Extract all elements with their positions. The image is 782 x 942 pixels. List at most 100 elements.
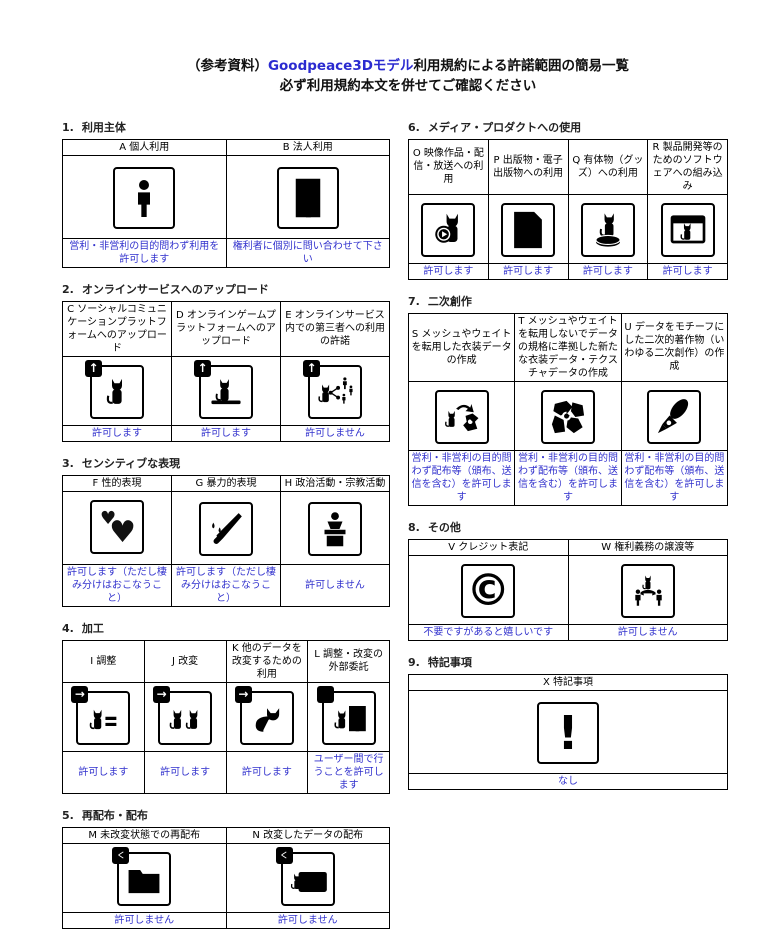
item-label-V: V クレジット表記: [408, 538, 569, 556]
title-line1: （参考資料）Goodpeace3Dモデル利用規約による許諾範囲の簡易一覧: [62, 56, 754, 76]
section-redistribution: 5. 再配布・配布 M 未改変状態での再配布 N 改変したデータの配布: [62, 807, 390, 929]
section-number: 9.: [408, 655, 420, 669]
item-result-T: 営利・非営利の目的問わず配布等（頒布、送信を含む）を許可します: [514, 449, 622, 506]
arrow-right-icon: →: [153, 685, 171, 703]
share-cats-transfer-icon: [275, 846, 335, 906]
share-folder-cat-icon: [112, 846, 172, 906]
upload-cat-desk-icon: ↑: [194, 359, 253, 419]
exclamation-icon: !: [537, 701, 599, 764]
item-label-D: D オンラインゲームプラットフォームへのアップロード: [171, 300, 281, 357]
item-result-M: 許可しません: [62, 911, 227, 929]
arrow-two-cats-icon: →: [153, 685, 213, 745]
sensitive-expression-table: F 性的表現 G 暴力的表現 H 政治活動・宗教活動 ♥♥: [62, 474, 390, 607]
item-result-X: なし: [408, 772, 728, 790]
item-cell-N: [225, 842, 390, 913]
item-result-C: 許可します: [62, 424, 172, 442]
item-result-A: 営利・非営利の目的問わず利用を許可します: [62, 237, 227, 268]
special-notes-table: X 特記事項 ! なし: [408, 673, 728, 790]
item-cell-J: →: [143, 681, 227, 752]
section-heading: オンラインサービスへのアップロード: [81, 282, 269, 296]
item-result-B: 権利者に個別に問い合わせて下さい: [225, 237, 390, 268]
item-result-O: 許可します: [408, 262, 489, 280]
item-cell-X: !: [408, 689, 728, 774]
item-result-S: 営利・非営利の目的問わず配布等（頒布、送信を含む）を許可します: [407, 449, 516, 506]
section-number: 7.: [408, 294, 420, 308]
item-label-G: G 暴力的表現: [171, 474, 281, 492]
people-exchange-cat-icon: [620, 563, 675, 618]
item-label-I: I 調整: [62, 639, 145, 683]
section-number: 2.: [62, 282, 74, 296]
item-label-R: R 製品開発等のためのソフトウェアへの組み込み: [647, 138, 728, 195]
item-result-G: 許可します（ただし棲み分けはおこなうこと）: [171, 563, 281, 607]
item-cell-U: [620, 380, 729, 451]
title-brand: Goodpeace3Dモデル: [267, 58, 414, 74]
item-result-I: 許可します: [62, 750, 145, 794]
item-result-P: 許可します: [487, 262, 569, 280]
item-result-J: 許可します: [143, 750, 227, 794]
item-cell-C: ↑: [62, 355, 172, 426]
section-number: 1.: [62, 120, 74, 134]
section-number: 8.: [408, 520, 420, 534]
section-heading: メディア・プロダクトへの使用: [427, 120, 582, 134]
online-upload-table: C ソーシャルコミュニケーションプラットフォームへのアップロード D オンライン…: [62, 300, 390, 442]
section-heading: 二次創作: [427, 294, 472, 308]
item-cell-T: [514, 380, 622, 451]
item-result-R: 許可します: [647, 262, 728, 280]
person-icon: [113, 166, 176, 229]
upload-cat-icon: ↑: [85, 359, 144, 419]
item-cell-G: [171, 490, 281, 565]
item-label-Q: Q 有体物（グッズ）への利用: [567, 138, 649, 195]
item-result-D: 許可します: [171, 424, 281, 442]
section-heading: 特記事項: [427, 655, 472, 669]
item-cell-I: →: [62, 681, 145, 752]
document-page: （参考資料）Goodpeace3Dモデル利用規約による許諾範囲の簡易一覧 必ず利…: [62, 56, 754, 929]
section-other: 8. その他 V クレジット表記 W 権利義務の譲渡等 ©: [408, 519, 728, 641]
cat-play-icon: [421, 202, 476, 257]
item-result-N: 許可しません: [225, 911, 390, 929]
item-result-V: 不要ですがあると嬉しいです: [408, 623, 569, 641]
item-cell-D: ↑: [171, 355, 281, 426]
item-cell-H: [280, 490, 390, 565]
section-heading: センシティブな表現: [81, 456, 181, 470]
item-cell-P: [487, 193, 569, 264]
section-special-notes: 9. 特記事項 X 特記事項 ! なし: [408, 654, 728, 790]
item-cell-E: ↑: [280, 355, 390, 426]
item-label-A: A 個人利用: [62, 138, 227, 156]
item-label-B: B 法人利用: [225, 138, 390, 156]
item-label-C: C ソーシャルコミュニケーションプラットフォームへのアップロード: [62, 300, 172, 357]
section-number: 6.: [408, 120, 420, 134]
item-label-T: T メッシュやウェイトを転用しないでデータの規格に準拠した新たな衣装データ・テク…: [514, 312, 622, 382]
section-number: 3.: [62, 456, 74, 470]
upload-arrow-icon: ↑: [194, 359, 211, 377]
item-cell-F: ♥♥: [62, 490, 172, 565]
hearts-icon: ♥♥: [90, 499, 144, 554]
upload-arrow-icon: ↑: [303, 359, 320, 377]
item-label-S: S メッシュやウェイトを転用した衣装データの作成: [407, 312, 516, 382]
item-cell-M: [62, 842, 227, 913]
knife-icon: [199, 501, 253, 556]
share-icon: [112, 846, 130, 864]
arrow-cat-partial-icon: →: [234, 685, 294, 745]
item-cell-R: [647, 193, 728, 264]
pen-nib-icon: [647, 389, 702, 444]
section-derivative-works: 7. 二次創作 S メッシュやウェイトを転用した衣装データの作成 T メッシュや…: [407, 293, 729, 506]
section-media-product: 6. メディア・プロダクトへの使用 O 映像作品・配信・放送への利用 P 出版物…: [408, 119, 728, 280]
item-cell-L: [307, 681, 390, 752]
item-label-M: M 未改変状態での再配布: [62, 826, 227, 844]
right-column: 6. メディア・プロダクトへの使用 O 映像作品・配信・放送への利用 P 出版物…: [407, 119, 729, 942]
section-heading: 再配布・配布: [81, 808, 148, 822]
section-online-upload: 2. オンラインサービスへのアップロード C ソーシャルコミュニケーションプラッ…: [62, 281, 390, 442]
redistribution-table: M 未改変状態での再配布 N 改変したデータの配布: [62, 826, 390, 929]
item-cell-B: [225, 154, 390, 239]
page-title: （参考資料）Goodpeace3Dモデル利用規約による許諾範囲の簡易一覧 必ず利…: [62, 56, 754, 97]
user-transfer-icon: [316, 685, 334, 703]
arrow-right-icon: →: [71, 685, 89, 703]
item-label-X: X 特記事項: [408, 673, 728, 691]
item-cell-W: [567, 554, 728, 625]
upload-share-users-icon: ↑: [303, 359, 362, 419]
left-column: 1. 利用主体 A 個人利用 B 法人利用: [62, 119, 390, 942]
window-cat-icon: [660, 202, 715, 257]
section-number: 5.: [62, 808, 74, 822]
processing-table: I 調整 J 改変 K 他のデータを改変するための利用 L 調整・改変の外部委託…: [62, 639, 390, 794]
item-result-U: 営利・非営利の目的問わず配布等（頒布、送信を含む）を許可します: [620, 449, 729, 506]
